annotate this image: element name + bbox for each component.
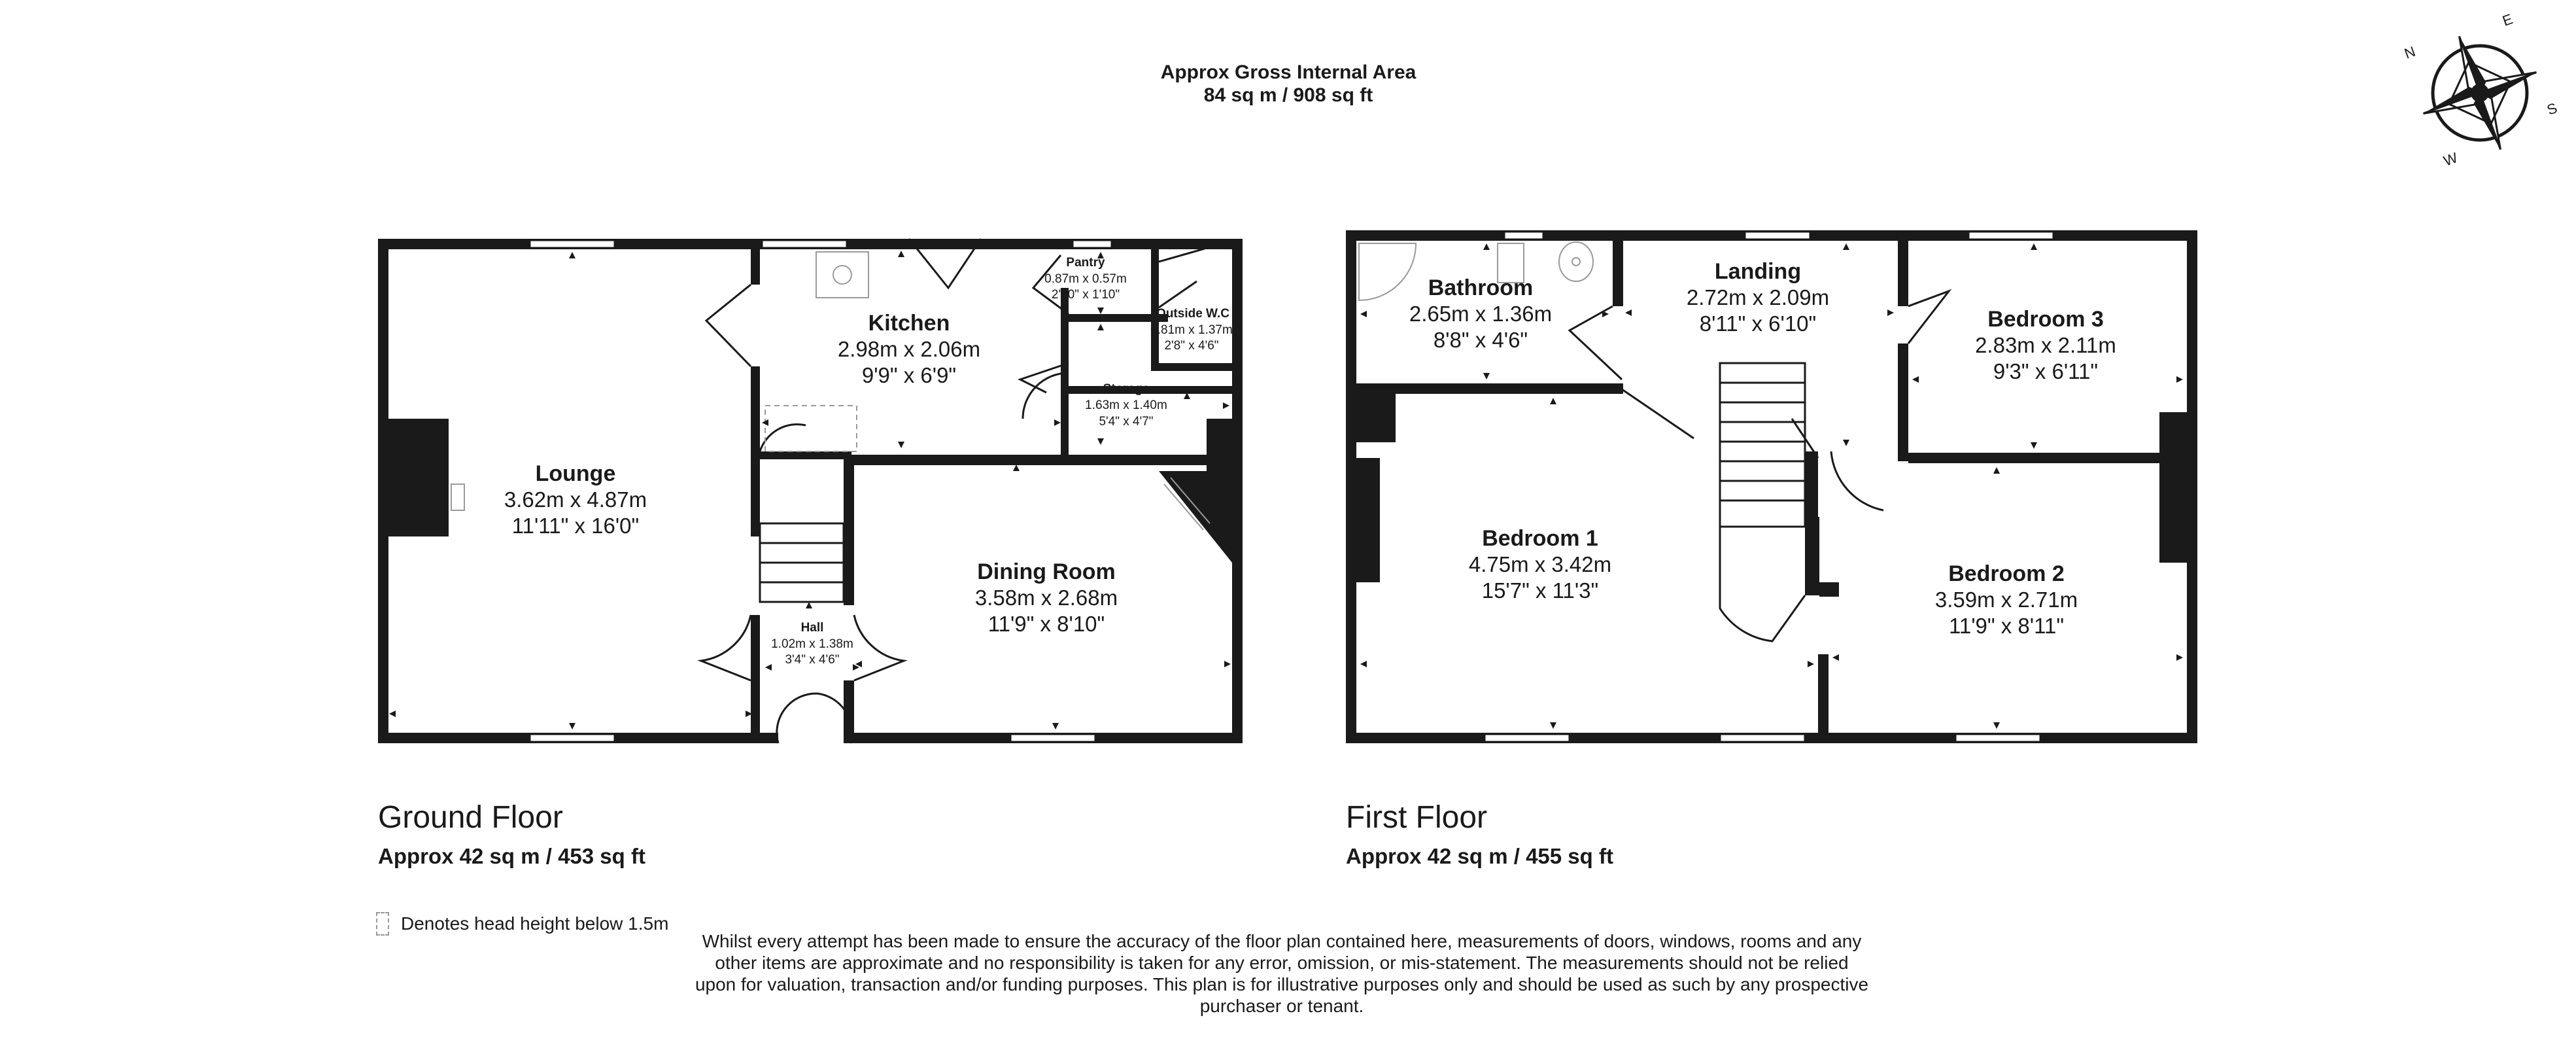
- bedroom1-name: Bedroom 1: [1482, 526, 1598, 551]
- kitchen-name: Kitchen: [868, 311, 950, 336]
- outside-wc-imperial: 2'8" x 4'6": [1164, 339, 1218, 353]
- ground-floor-area: Approx 42 sq m / 453 sq ft: [378, 844, 645, 868]
- room-kitchen: Kitchen 2.98m x 2.06m 9'9" x 6'9": [838, 311, 980, 387]
- bedroom1-metric: 4.75m x 3.42m: [1469, 552, 1611, 576]
- compass-e: E: [2500, 10, 2515, 29]
- lounge-metric: 3.62m x 4.87m: [504, 487, 647, 512]
- ground-floor-stairs: [759, 522, 845, 603]
- head-height-legend: Denotes head height below 1.5m: [376, 912, 668, 936]
- gross-area-value: 84 sq m / 908 sq ft: [1204, 84, 1373, 106]
- outside-wc-name: Outside W.C: [1156, 307, 1229, 321]
- dining-metric: 3.58m x 2.68m: [975, 586, 1118, 610]
- ground-floor-windows: [528, 239, 1113, 743]
- landing-imperial: 8'11" x 6'10": [1700, 311, 1817, 336]
- room-bathroom: Bathroom 2.65m x 1.36m 8'8" x 4'6": [1409, 275, 1552, 352]
- room-lounge: Lounge 3.62m x 4.87m 11'11" x 16'0": [504, 461, 647, 538]
- bathroom-name: Bathroom: [1428, 275, 1534, 300]
- ground-floor-plan: [378, 239, 1243, 743]
- gross-area-heading: Approx Gross Internal Area: [1161, 61, 1417, 83]
- first-floor-area: Approx 42 sq m / 455 sq ft: [1346, 844, 1613, 868]
- ground-dimension-markers: [389, 251, 1231, 729]
- legend-text: Denotes head height below 1.5m: [401, 913, 669, 934]
- room-landing: Landing 2.72m x 2.09m 8'11" x 6'10": [1687, 259, 1829, 336]
- bathroom-metric: 2.65m x 1.36m: [1409, 302, 1552, 326]
- pantry-metric: 0.87m x 0.57m: [1044, 272, 1127, 286]
- first-floor-doors: [1355, 289, 1952, 642]
- first-floor-stairs: [1719, 362, 1806, 530]
- storage-name: Storage: [1103, 382, 1150, 396]
- dashed-box-icon: [376, 912, 389, 936]
- hall-name: Hall: [801, 621, 824, 635]
- bedroom2-imperial: 11'9" x 8'11": [1949, 614, 2064, 638]
- room-bedroom3: Bedroom 3 2.83m x 2.11m 9'3" x 6'11": [1975, 307, 2116, 383]
- bedroom2-metric: 3.59m x 2.71m: [1935, 588, 2078, 612]
- compass-n: N: [2402, 43, 2417, 62]
- bedroom2-name: Bedroom 2: [1948, 561, 2065, 586]
- dining-name: Dining Room: [977, 559, 1116, 584]
- outside-wc-metric: 0.81m x 1.37m: [1150, 323, 1233, 337]
- kitchen-metric: 2.98m x 2.06m: [838, 337, 980, 361]
- lounge-imperial: 11'11" x 16'0": [512, 514, 639, 538]
- bathroom-imperial: 8'8" x 4'6": [1434, 328, 1528, 352]
- room-bedroom1: Bedroom 1 4.75m x 3.42m 15'7" x 11'3": [1469, 526, 1611, 603]
- room-bedroom2: Bedroom 2 3.59m x 2.71m 11'9" x 8'11": [1935, 561, 2078, 638]
- storage-imperial: 5'4" x 4'7": [1099, 415, 1153, 429]
- kitchen-fixtures: [451, 251, 1211, 531]
- first-floor-windows: [1483, 230, 2055, 743]
- room-dining: Dining Room 3.58m x 2.68m 11'9" x 8'10": [975, 559, 1118, 636]
- room-outside-wc: Outside W.C 0.81m x 1.37m 2'8" x 4'6": [1150, 307, 1233, 353]
- compass-icon: N E S W: [2402, 10, 2559, 169]
- bedroom3-metric: 2.83m x 2.11m: [1975, 333, 2116, 357]
- hall-metric: 1.02m x 1.38m: [771, 637, 853, 651]
- first-floor-plan: [1346, 230, 2197, 743]
- first-floor-title: First Floor: [1346, 800, 1487, 835]
- bedroom1-imperial: 15'7" x 11'3": [1482, 578, 1599, 603]
- pantry-name: Pantry: [1066, 256, 1105, 270]
- lounge-name: Lounge: [536, 461, 616, 486]
- ground-floor-doors: [697, 238, 1205, 744]
- landing-metric: 2.72m x 2.09m: [1687, 285, 1829, 309]
- first-dimension-markers: [1360, 243, 2183, 729]
- room-pantry: Pantry 0.87m x 0.57m 2'10" x 1'10": [1044, 256, 1127, 302]
- disclaimer-text: Whilst every attempt has been made to en…: [695, 931, 1869, 1016]
- bedroom3-name: Bedroom 3: [1987, 307, 2104, 332]
- compass-w: W: [2441, 149, 2460, 169]
- hall-imperial: 3'4" x 4'6": [785, 653, 839, 667]
- compass-s: S: [2545, 99, 2559, 118]
- storage-metric: 1.63m x 1.40m: [1085, 398, 1167, 412]
- landing-name: Landing: [1715, 259, 1801, 284]
- dining-imperial: 11'9" x 8'10": [988, 612, 1105, 636]
- bathroom-fixtures: [1358, 241, 1594, 302]
- room-storage: Storage 1.63m x 1.40m 5'4" x 4'7": [1085, 382, 1167, 429]
- pantry-imperial: 2'10" x 1'10": [1052, 288, 1120, 302]
- room-hall: Hall 1.02m x 1.38m 3'4" x 4'6": [771, 621, 853, 667]
- kitchen-imperial: 9'9" x 6'9": [862, 363, 956, 387]
- ground-floor-title: Ground Floor: [378, 800, 563, 835]
- bedroom3-imperial: 9'3" x 6'11": [1993, 359, 2098, 383]
